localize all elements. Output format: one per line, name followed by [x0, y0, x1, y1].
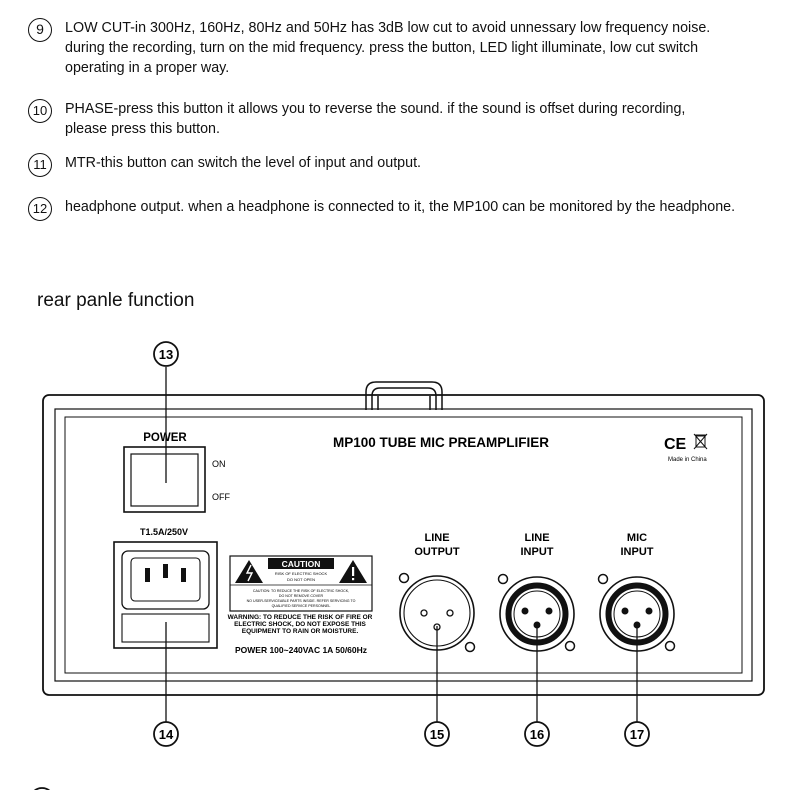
- on-label: ON: [212, 459, 226, 469]
- line-input-xlr-jack[interactable]: [497, 573, 576, 652]
- item-number: 12: [28, 197, 52, 221]
- caution-title: CAUTION: [282, 559, 321, 569]
- ce-mark: CE: [664, 436, 687, 453]
- fuse-label: T1.5A/250V: [140, 527, 188, 537]
- callout-14: [153, 721, 179, 747]
- weee-bin-icon: [693, 433, 708, 450]
- caution-label: [229, 555, 373, 612]
- model-title: MP100 TUBE MIC PREAMPLIFIER: [333, 435, 549, 450]
- caution-small-3: NO USER-SERVICEABLE PARTS INSIDE. REFER …: [247, 599, 356, 603]
- callout-15-label: 15: [430, 727, 444, 742]
- caution-small-4: QUALIFIED SERVICE PERSONNEL: [272, 604, 331, 608]
- item-text: PHASE-press this button it allows you to…: [65, 101, 686, 137]
- caution-small-2: DO NOT REMOVE COVER: [279, 594, 324, 598]
- callout-17-label: 17: [630, 727, 644, 742]
- exclamation-warning-icon: [339, 560, 367, 583]
- line-input-label-2: INPUT: [521, 546, 554, 558]
- line-output-label-2: OUTPUT: [414, 546, 460, 558]
- item-text: LOW CUT-in 300Hz, 160Hz, 80Hz and 50Hz h…: [65, 20, 711, 76]
- power-spec: POWER 100~240VAC 1A 50/60Hz: [235, 645, 367, 655]
- callout-14-label: 14: [159, 727, 174, 742]
- caution-sub-1: RISK OF ELECTRIC SHOCK: [275, 571, 328, 576]
- line-output-label-1: LINE: [424, 532, 449, 544]
- warning-line-2: ELECTRIC SHOCK, DO NOT EXPOSE THIS: [234, 621, 366, 628]
- chassis: [42, 394, 765, 696]
- line-input-label-1: LINE: [524, 532, 549, 544]
- made-in-label: Made in China: [668, 457, 707, 463]
- power-switch[interactable]: [123, 446, 206, 513]
- mic-input-xlr-jack[interactable]: [597, 573, 676, 652]
- lightning-warning-icon: [235, 560, 263, 583]
- item-number: 11: [28, 153, 52, 177]
- callout-13-label: 13: [159, 347, 173, 362]
- carry-handle: [365, 381, 443, 410]
- callout-leader-lines: [165, 367, 638, 722]
- section-title: rear panle function: [37, 290, 195, 311]
- item-number: 10: [28, 99, 52, 123]
- item-text: headphone output. when a headphone is co…: [65, 199, 736, 215]
- caution-sub-2: DO NOT OPEN: [287, 577, 315, 582]
- power-inlet[interactable]: [113, 541, 218, 649]
- item-text: MTR-this button can switch the level of …: [65, 155, 422, 171]
- caution-small-1: CAUTION: TO REDUCE THE RISK OF ELECTRIC …: [253, 589, 349, 593]
- mic-input-label-1: MIC: [627, 532, 647, 544]
- item-number: 9: [28, 18, 52, 42]
- callout-16-label: 16: [530, 727, 544, 742]
- power-label: POWER: [143, 432, 187, 444]
- warning-line-3: EQUIPMENT TO RAIN OR MOISTURE.: [242, 628, 359, 635]
- warning-line-1: WARNING: TO REDUCE THE RISK OF FIRE OR: [228, 614, 373, 621]
- mic-input-label-2: INPUT: [621, 546, 654, 558]
- callout-13: [153, 341, 179, 367]
- callout-15: [424, 721, 450, 747]
- callout-17: [624, 721, 650, 747]
- callout-16: [524, 721, 550, 747]
- off-label: OFF: [212, 492, 230, 502]
